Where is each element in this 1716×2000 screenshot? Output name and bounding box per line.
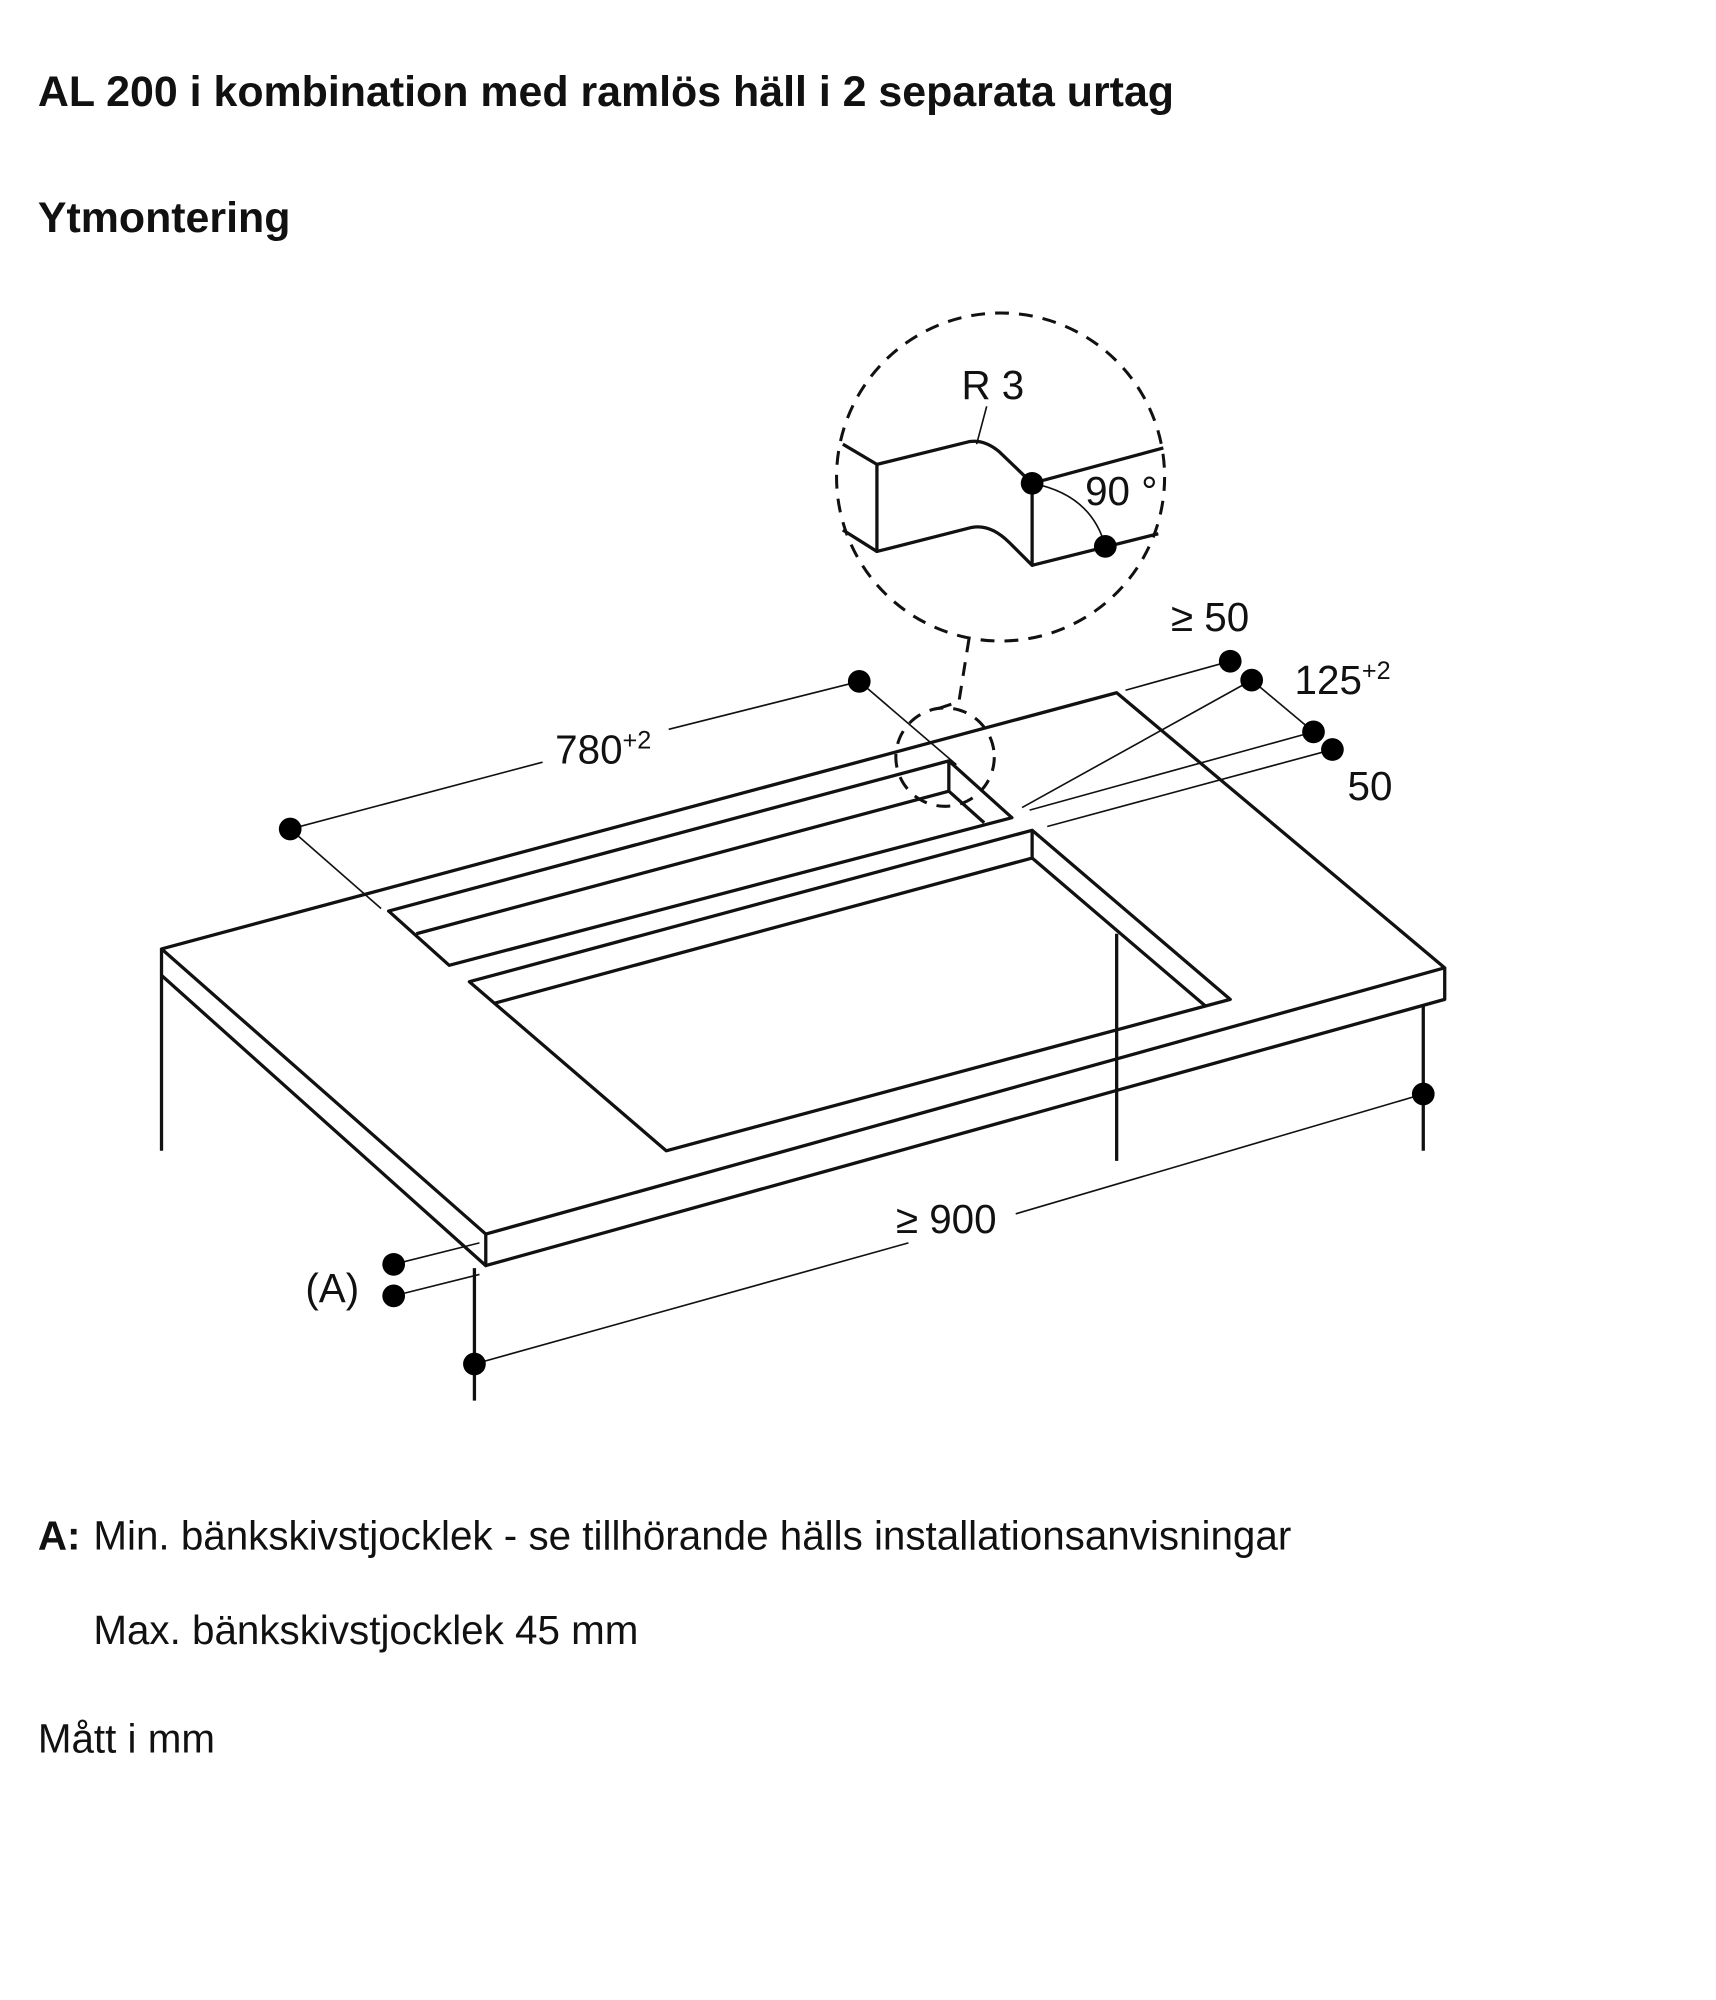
dim-50: 50 (1348, 763, 1393, 809)
countertop (159, 691, 1447, 1401)
angle-label: 90 ° (1085, 468, 1157, 514)
dim-125-tolerance: +2 (1362, 657, 1391, 685)
section-title: Ytmontering (38, 194, 291, 242)
radius-label: R 3 (961, 362, 1024, 408)
dim-900: ≥ 900 (896, 1196, 997, 1242)
page-title: AL 200 i kombination med ramlös häll i 2… (38, 68, 1174, 116)
svg-text:780+2: 780+2 (555, 726, 651, 772)
dim-min-50: ≥ 50 (1171, 594, 1249, 640)
cutout-hob (467, 828, 1232, 1153)
dim-125-value: 125 (1295, 657, 1362, 703)
edge-detail: R 3 90 ° (835, 311, 1167, 808)
dimension-a: (A) (305, 1242, 480, 1311)
note-a-min: Min. bänkskivstjocklek - se tillhörande … (93, 1512, 1291, 1558)
note-a-label: A: (38, 1512, 81, 1558)
dimension-900: ≥ 900 (463, 1082, 1435, 1376)
label-a: (A) (305, 1265, 359, 1311)
cutout-downdraft (386, 759, 1014, 967)
dimension-780: 780+2 (278, 670, 957, 910)
note-units: Mått i mm (38, 1716, 215, 1762)
dim-780-tolerance: +2 (623, 726, 652, 754)
dim-780-value: 780 (555, 726, 622, 772)
dimension-right: ≥ 50 125+2 50 (1021, 594, 1393, 828)
svg-text:125+2: 125+2 (1295, 657, 1391, 703)
note-a-max: Max. bänkskivstjocklek 45 mm (93, 1607, 638, 1653)
